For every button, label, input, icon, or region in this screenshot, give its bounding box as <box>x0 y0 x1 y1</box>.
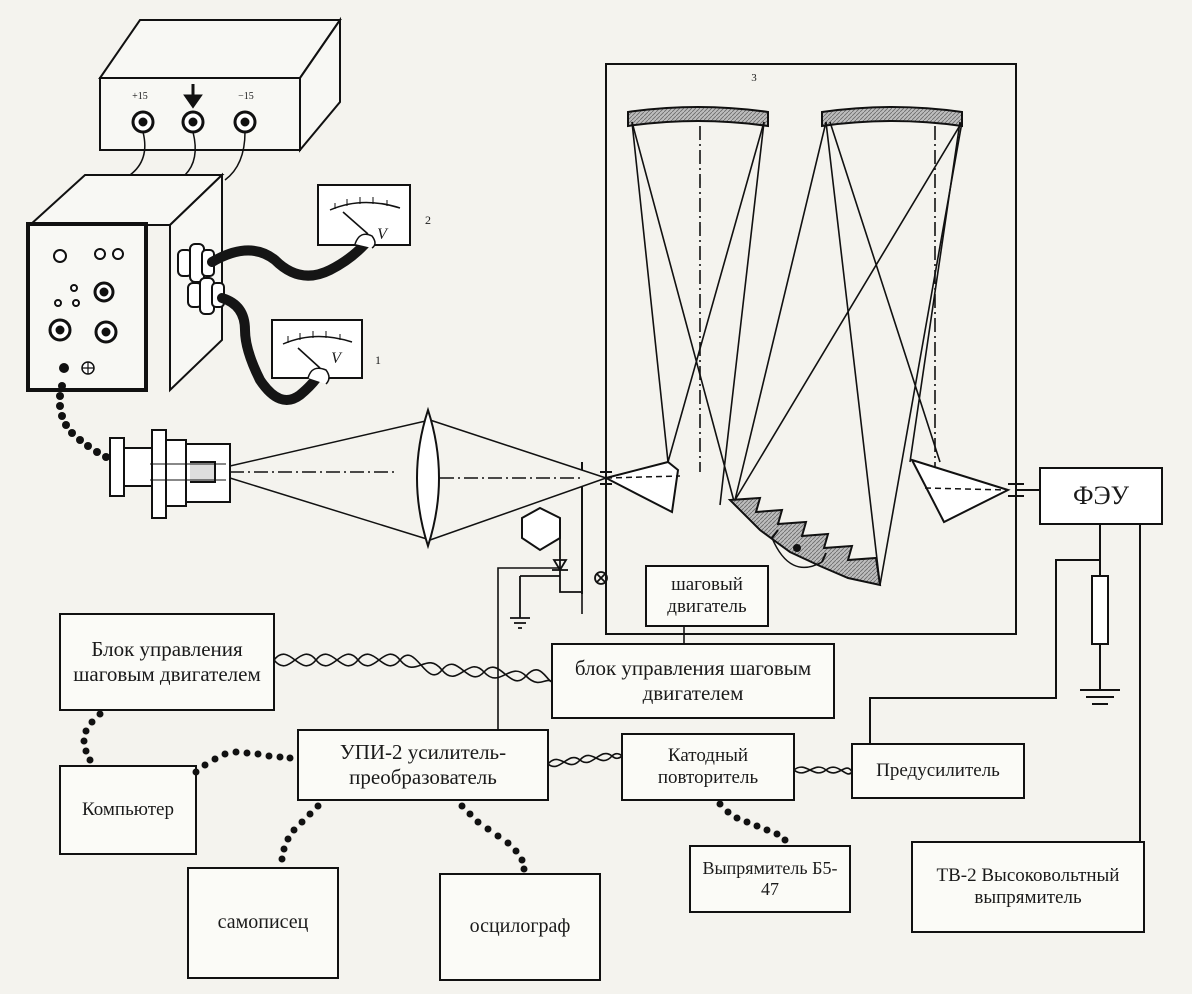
minus-15-label: −15 <box>238 91 254 103</box>
cathode-follower-label: Катодный повторитель <box>657 744 759 788</box>
plus-15-label: +15 <box>132 91 148 103</box>
rectifier-label: Выпрямитель Б5-47 <box>702 857 838 899</box>
lamp-cable <box>56 382 110 461</box>
motor-control-left-label: Блок управления шаговым двигателем <box>73 637 261 686</box>
voltmeter-2-unit: V <box>377 225 387 243</box>
twisted-pair-wires <box>273 653 853 775</box>
voltmeter-1 <box>271 319 363 385</box>
light-source-lamp <box>109 429 231 519</box>
motor-control-left-box <box>59 613 275 711</box>
mirror-right <box>821 106 963 128</box>
monochromator-housing <box>605 63 1017 635</box>
power-wires <box>129 131 246 181</box>
stepper-motor-label: шаговый двигатель <box>667 573 747 617</box>
hv-rectifier-box <box>911 841 1145 933</box>
rectifier-box <box>689 845 851 913</box>
connector-upper <box>177 243 215 283</box>
diffraction-grating <box>727 496 882 587</box>
preamplifier-label: Предусилитель <box>876 759 1000 781</box>
exit-slit <box>1008 478 1040 510</box>
panel-knobs <box>48 248 124 375</box>
fold-mirror-left <box>603 460 680 514</box>
amplifier-converter-label: УПИ-2 усилитель-преобразователь <box>339 740 507 789</box>
recorder-box <box>187 867 339 979</box>
ground-arrow-icon <box>183 84 203 109</box>
voltmeter-2-number: 2 <box>425 212 431 227</box>
beaded-cables <box>80 710 789 873</box>
fold-mirror-right <box>910 458 1011 524</box>
photodiode-icon <box>510 538 608 629</box>
signal-wires <box>497 567 685 730</box>
optical-axis <box>229 419 607 541</box>
mirror-left <box>627 106 769 128</box>
condenser-lens <box>416 406 440 550</box>
computer-box <box>59 765 197 855</box>
oscillograph-box <box>439 873 601 981</box>
chopper-icon <box>521 506 561 552</box>
motor-control-main-label: блок управления шаговым двигателем <box>574 656 812 705</box>
pmt-box <box>1039 467 1163 525</box>
grating-rotation-arc <box>771 537 823 569</box>
motor-control-main-box <box>551 643 835 719</box>
preamplifier-box <box>851 743 1025 799</box>
monochromator-beams <box>631 121 963 586</box>
cathode-follower-box <box>621 733 795 801</box>
voltmeter-1-number: 1 <box>375 352 381 367</box>
amplifier-converter-box <box>297 729 549 801</box>
recorder-label: самописец <box>217 911 309 934</box>
hv-rectifier-label: ТВ-2 Высоковольтный выпрямитель <box>936 864 1120 908</box>
voltmeter-1-unit: V <box>331 349 341 367</box>
mirror-mark-label: 3 <box>751 71 757 84</box>
oscillograph-label: осцилограф <box>469 915 571 938</box>
voltmeter-2 <box>317 184 411 249</box>
pmt-load-circuit <box>869 524 1141 842</box>
voltmeter-cables <box>207 239 370 405</box>
stepper-motor-box <box>645 565 769 627</box>
computer-label: Компьютер <box>82 798 174 820</box>
pmt-label: ФЭУ <box>1072 480 1130 510</box>
power-terminals <box>131 110 257 134</box>
